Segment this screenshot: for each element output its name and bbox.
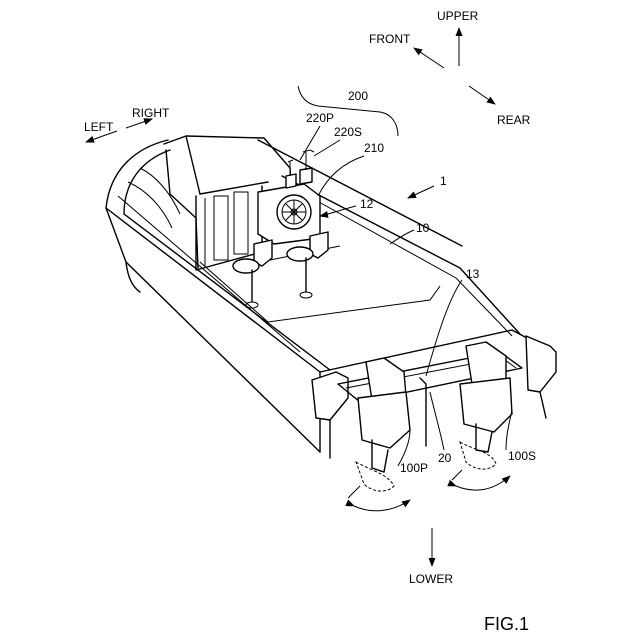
label-100s: 100S bbox=[508, 449, 536, 463]
right-arrow bbox=[126, 119, 152, 128]
label-12: 12 bbox=[360, 197, 374, 211]
locker-door bbox=[234, 192, 248, 254]
label-10: 10 bbox=[416, 221, 430, 235]
left-label: LEFT bbox=[84, 120, 114, 134]
outboard-motor-port bbox=[348, 358, 410, 511]
label-1: 1 bbox=[440, 174, 447, 188]
upper-label: UPPER bbox=[437, 9, 479, 23]
seat-port bbox=[233, 240, 272, 308]
locker-door bbox=[214, 196, 228, 260]
label-220s: 220S bbox=[334, 125, 362, 139]
throttle-lever-port bbox=[286, 174, 296, 188]
label-13: 13 bbox=[466, 267, 480, 281]
label-20: 20 bbox=[438, 451, 452, 465]
rear-arrow bbox=[469, 86, 495, 104]
front-arrow bbox=[414, 48, 444, 68]
lower-label: LOWER bbox=[409, 572, 453, 586]
label-100p: 100P bbox=[400, 461, 428, 475]
label-220p: 220P bbox=[306, 111, 334, 125]
figure-title: FIG.1 bbox=[484, 614, 529, 634]
outboard-motor-starboard bbox=[452, 342, 512, 490]
front-label: FRONT bbox=[369, 32, 411, 46]
label-210: 210 bbox=[364, 141, 384, 155]
rear-label: REAR bbox=[497, 113, 531, 127]
helm-console bbox=[258, 150, 320, 244]
right-label: RIGHT bbox=[132, 106, 170, 120]
throttle-lever-starboard bbox=[300, 168, 312, 184]
label-200: 200 bbox=[348, 89, 368, 103]
